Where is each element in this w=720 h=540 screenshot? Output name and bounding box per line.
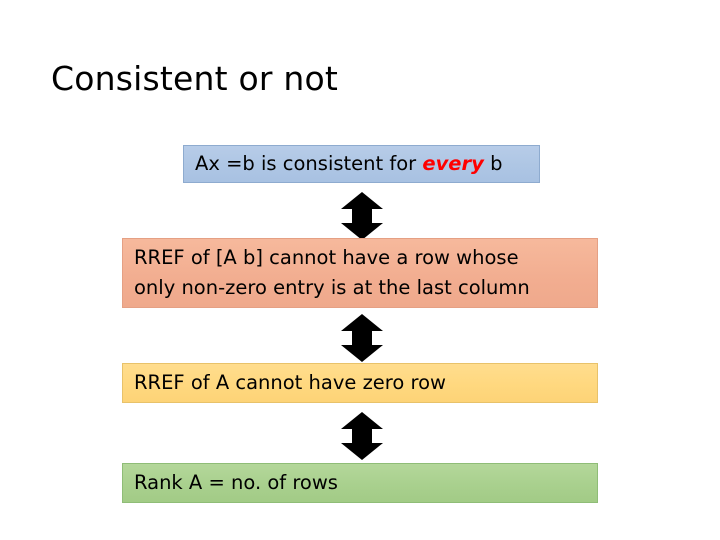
statement-box-rref-augmented: RREF of [A b] cannot have a row whose on… (122, 238, 598, 308)
statement-box-rank: Rank A = no. of rows (122, 463, 598, 503)
page-title: Consistent or not (51, 59, 338, 98)
statement-box-consistent: Ax =b is consistent for every b (183, 145, 540, 183)
statement-box-rref-a: RREF of A cannot have zero row (122, 363, 598, 403)
statement-text-consistent: Ax =b is consistent for every b (195, 150, 502, 178)
statement-text-rref-augmented-line1: RREF of [A b] cannot have a row whose (134, 246, 519, 269)
statement-text-rank: Rank A = no. of rows (134, 471, 338, 494)
double-arrow-icon (336, 314, 388, 362)
statement-text-suffix: b (483, 152, 503, 175)
statement-text-rref-a: RREF of A cannot have zero row (134, 371, 446, 394)
statement-text-rref-augmented-line2: only non-zero entry is at the last colum… (134, 276, 530, 299)
statement-text-emphasis: every (422, 152, 484, 175)
statement-text-prefix: Ax =b is consistent for (195, 152, 423, 175)
double-arrow-icon (336, 412, 388, 460)
double-arrow-icon (336, 192, 388, 240)
